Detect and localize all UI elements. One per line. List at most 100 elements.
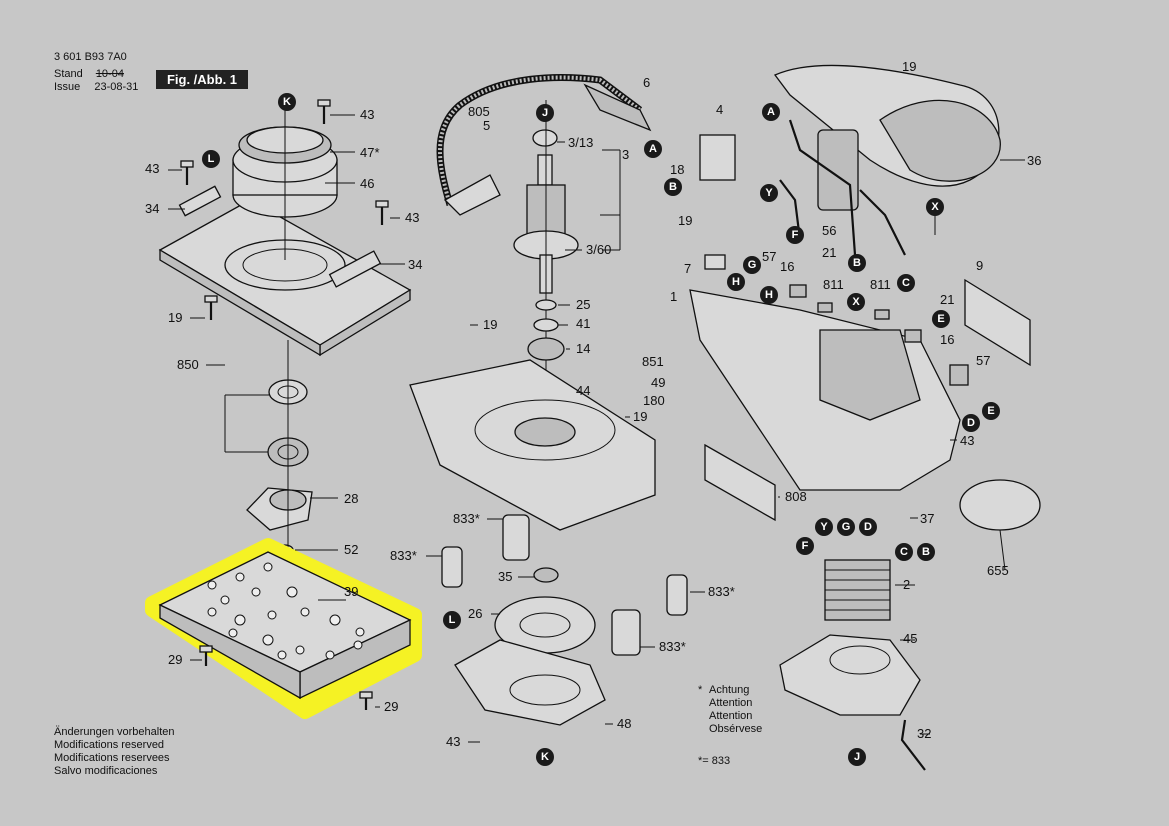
marker-E-right: E [982,402,1000,420]
marker-A-left: A [644,140,662,158]
leader-lines [168,114,1025,743]
marker-F-coil: F [796,537,814,555]
marker-G-coil: G [837,518,855,536]
part-label-3-13: 3/13 [568,135,594,150]
part-label-19-top: 19 [902,59,917,74]
part-label-49: 49 [651,375,666,390]
bumpers [441,514,688,656]
note-es: Salvo modificaciones [54,765,158,777]
part-label-37: 37 [920,511,935,526]
part-label-32: 32 [917,726,932,741]
note-en: Modifications reserved [54,739,165,751]
motor-housing-plate [409,359,656,531]
part-label-43-r: 43 [960,433,975,448]
marker-B-left: B [664,178,682,196]
power-cable [436,74,652,216]
part-label-29-b: 29 [384,699,399,714]
part-label-3: 3 [622,147,630,162]
part-label-7: 7 [684,261,692,276]
part-label-43-c: 43 [405,210,420,225]
marker-B-right: B [848,254,866,272]
part-label-9: 9 [976,258,984,273]
brush-holders [704,254,969,386]
part-label-4: 4 [716,102,724,117]
marker-G-top: G [743,256,761,274]
attention-notes: * Achtung Attention Attention Obsérvese [698,684,762,736]
part-label-52: 52 [344,542,359,557]
attention-star: * [698,684,703,696]
marker-D-right: D [962,414,980,432]
armature [513,100,579,460]
part-label-2: 2 [903,577,911,592]
part-label-19-l: 19 [168,310,183,325]
issue-label: Issue [54,81,81,93]
eccentric-fan [454,567,606,726]
part-label-655: 655 [987,563,1009,578]
part-label-34-b: 34 [408,257,423,272]
marker-J-top: J [536,104,554,122]
top-cover [773,64,1001,187]
part-label-39: 39 [344,584,359,599]
part-label-18: 18 [670,162,685,177]
marker-C-coil: C [895,543,913,561]
header-doc-number: 3 601 B93 7A0 [54,51,127,63]
part-label-57-b: 57 [976,353,991,368]
part-label-21-b: 21 [940,292,955,307]
label-plate [964,278,1031,367]
marker-F-top: F [786,226,804,244]
part-label-48: 48 [617,716,632,731]
marker-H-mid: H [760,286,778,304]
part-label-43-a: 43 [360,107,375,122]
part-label-805: 805 [468,104,490,119]
marker-Y-coil: Y [815,518,833,536]
bearings-left [224,340,313,560]
part-label-43-b: 43 [145,161,160,176]
screws-left [180,99,389,710]
fan-housing [779,634,926,771]
part-label-3-60: 3/60 [586,242,612,257]
dust-ring-assembly [232,100,338,260]
part-label-28: 28 [344,491,359,506]
marker-L-bottom: L [443,611,461,629]
figure-label: Fig. /Abb. 1 [156,70,248,89]
part-label-833-a: 833* [453,511,480,526]
marker-X-mid: X [847,293,865,311]
marker-J-bottom: J [848,748,866,766]
marker-H-top: H [727,273,745,291]
attention-fr: Attention [709,710,753,722]
marker-B-coil: B [917,543,935,561]
header-issue-row: Issue 23-08-31 [54,81,138,94]
part-label-57-a: 57 [762,249,777,264]
bearing-stack [527,299,565,361]
part-label-16-a: 16 [780,259,795,274]
part-label-808: 808 [785,489,807,504]
part-label-850: 850 [177,357,199,372]
marker-Y-top: Y [760,184,778,202]
part-label-29-a: 29 [168,652,183,667]
attention-en: Attention [709,697,753,709]
marker-A-right: A [762,103,780,121]
part-label-44: 44 [576,383,591,398]
part-label-45: 45 [903,631,918,646]
modification-notes: Änderungen vorbehalten Modifications res… [54,726,174,778]
base-plate-assembly [158,185,412,357]
part-label-21-a: 21 [822,245,837,260]
part-label-6: 6 [643,75,651,90]
part-label-43-d: 43 [446,734,461,749]
pad-holes [207,562,365,660]
marker-L-top: L [202,150,220,168]
note-fr: Modifications reservees [54,752,170,764]
stand-label: Stand [54,68,83,80]
field-coil [824,559,891,621]
star-equation: *= 833 [698,755,731,767]
marker-K-top: K [278,93,296,111]
attention-es: Obsérvese [709,723,763,735]
part-label-26: 26 [468,606,483,621]
part-label-46: 46 [360,176,375,191]
part-label-47: 47* [360,145,380,160]
part-label-16-b: 16 [940,332,955,347]
part-label-36: 36 [1027,153,1042,168]
marker-C-top: C [897,274,915,292]
main-housing [689,289,1041,531]
marker-D-coil: D [859,518,877,536]
